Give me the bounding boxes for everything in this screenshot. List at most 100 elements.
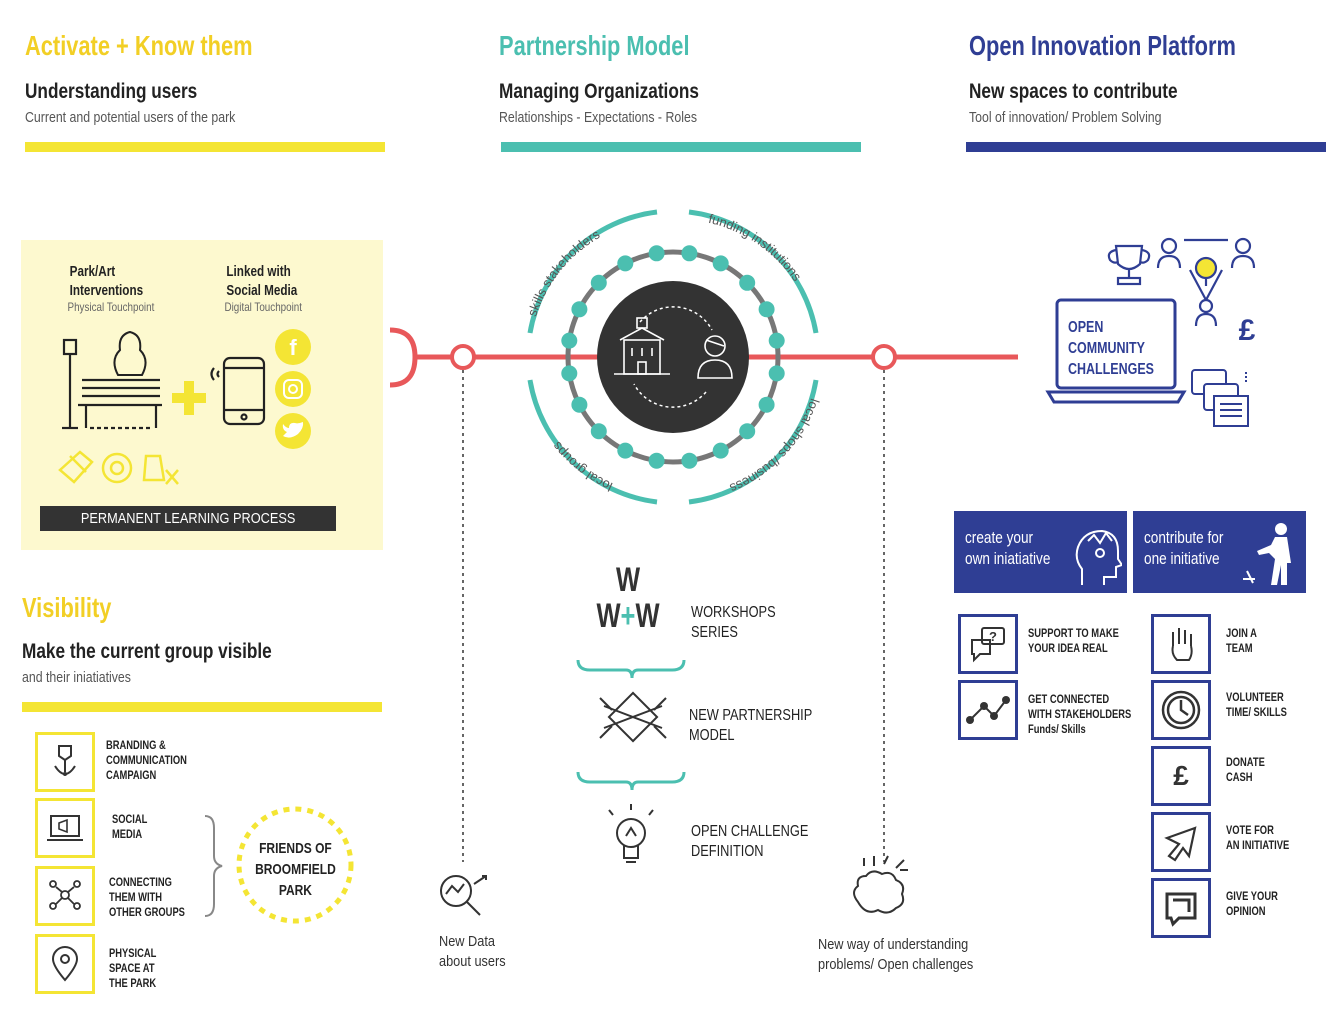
pound-sign-icon: £ bbox=[1239, 314, 1256, 347]
donate-item[interactable]: £ bbox=[1151, 746, 1211, 806]
visibility-bar bbox=[22, 702, 382, 712]
digital-caption: Digital Touchpoint bbox=[224, 300, 303, 314]
visibility-item-connecting[interactable] bbox=[35, 866, 95, 926]
speech-bubble-icon bbox=[1165, 892, 1197, 927]
building-icon bbox=[614, 317, 670, 375]
twitter-icon bbox=[275, 413, 311, 449]
new-data-label: New Data about users bbox=[439, 933, 506, 970]
bead-dot bbox=[768, 365, 785, 382]
pen-nib-icon bbox=[54, 745, 76, 776]
brace-2 bbox=[576, 771, 686, 791]
get-connected-label: GET CONNECTED WITH STAKEHOLDERS Funds/ S… bbox=[1028, 692, 1132, 736]
person-icon bbox=[697, 335, 733, 379]
visibility-item-social[interactable] bbox=[35, 798, 95, 858]
opinion-item[interactable] bbox=[1151, 878, 1211, 938]
bead-dot bbox=[571, 301, 588, 318]
location-pin-icon bbox=[51, 946, 79, 982]
pound-icon: £ bbox=[1173, 760, 1189, 791]
middle-column-title: Partnership Model bbox=[499, 30, 690, 61]
flow-node-left bbox=[450, 344, 476, 370]
bead-dot bbox=[739, 274, 756, 291]
bead-ring-dots bbox=[561, 245, 785, 469]
www-left: W bbox=[596, 597, 621, 635]
ring-label-local-groups: local groups bbox=[549, 439, 615, 495]
visibility-label-physical: PHYSICAL SPACE AT THE PARK bbox=[109, 946, 157, 990]
handshake-icon bbox=[599, 691, 667, 743]
create-initiative-button[interactable]: create your own iniatiative bbox=[954, 511, 1127, 593]
left-column-bar bbox=[25, 142, 385, 152]
laptop-text: OPEN COMMUNITY CHALLENGES bbox=[1068, 319, 1154, 378]
visibility-item-branding[interactable] bbox=[35, 732, 95, 792]
visibility-label-branding: BRANDING & COMMUNICATION CAMPAIGN bbox=[106, 738, 187, 782]
visibility-title: Visibility bbox=[22, 592, 112, 623]
lamp-post-icon bbox=[62, 338, 78, 430]
bead-ring bbox=[565, 249, 781, 465]
visibility-item-physical[interactable] bbox=[35, 934, 95, 994]
bead-dot bbox=[681, 245, 698, 262]
friends-circle bbox=[236, 806, 354, 924]
vote-label: VOTE FOR AN INITIATIVE bbox=[1226, 823, 1290, 852]
bead-dot bbox=[712, 442, 729, 459]
learning-process-label: PERMANENT LEARNING PROCESS bbox=[80, 510, 296, 527]
smartphone-icon bbox=[210, 356, 266, 426]
plus-icon bbox=[172, 381, 206, 415]
bead-dot bbox=[648, 452, 665, 469]
learning-process-bar: PERMANENT LEARNING PROCESS bbox=[40, 506, 336, 531]
ring-label-skills: skills stakeholders bbox=[524, 226, 602, 318]
magnifier-data-icon bbox=[440, 875, 487, 916]
right-column-bar bbox=[966, 142, 1326, 152]
left-column-title: Activate + Know them bbox=[25, 30, 253, 61]
brace-1 bbox=[576, 659, 686, 679]
brain-idea-icon bbox=[853, 855, 908, 914]
bead-dot bbox=[590, 423, 607, 440]
right-column-caption: Tool of innovation/ Problem Solving bbox=[969, 110, 1162, 126]
www-plus: + bbox=[620, 597, 636, 635]
friends-brace bbox=[204, 815, 223, 917]
bench-icon bbox=[78, 378, 162, 430]
volunteer-item[interactable] bbox=[1151, 680, 1211, 740]
flow-node-right bbox=[871, 344, 897, 370]
raised-hand-icon bbox=[1171, 628, 1193, 661]
join-team-label: JOIN A TEAM bbox=[1226, 626, 1257, 655]
get-connected-item[interactable] bbox=[958, 680, 1018, 740]
bead-dot bbox=[590, 274, 607, 291]
donate-label: DONATE CASH bbox=[1226, 755, 1265, 784]
friends-label: FRIENDS OF BROOMFIELD PARK bbox=[254, 840, 336, 899]
middle-column-bar bbox=[501, 142, 861, 152]
ring-label-local-shops: local shops /business bbox=[727, 397, 822, 496]
network-people-icon bbox=[49, 880, 81, 910]
laptop-icon bbox=[1045, 298, 1187, 404]
head-ideas-icon bbox=[1075, 529, 1122, 585]
support-idea-label: SUPPORT TO MAKE YOUR IDEA REAL bbox=[1028, 626, 1119, 655]
bead-dot bbox=[739, 423, 756, 440]
support-idea-item[interactable]: ? bbox=[958, 614, 1018, 674]
bead-dot bbox=[617, 442, 634, 459]
bead-dot bbox=[561, 332, 578, 349]
flow-fork bbox=[389, 327, 418, 388]
workshops-label: WORKSHOPS SERIES bbox=[691, 604, 776, 641]
bead-dot bbox=[561, 365, 578, 382]
new-way-label: New way of understanding problems/ Open … bbox=[818, 936, 974, 973]
ring-label-funding: funding institutions bbox=[707, 211, 805, 284]
visibility-subtitle: Make the current group visible bbox=[22, 640, 272, 663]
bead-dot bbox=[617, 255, 634, 272]
friends-label-wrap: FRIENDS OF BROOMFIELD PARK bbox=[239, 838, 351, 901]
bead-dot bbox=[768, 332, 785, 349]
ring-arcs bbox=[527, 209, 819, 505]
facebook-icon: f bbox=[275, 329, 311, 365]
www-logo: W W+W bbox=[583, 562, 673, 634]
contribute-initiative-button[interactable]: contribute for one initiative bbox=[1133, 511, 1306, 593]
join-team-item[interactable] bbox=[1151, 614, 1211, 674]
visibility-caption: and their iniatiatives bbox=[22, 670, 131, 686]
www-right: W bbox=[635, 597, 660, 635]
svg-text:?: ? bbox=[989, 629, 997, 644]
visibility-label-social: SOCIAL MEDIA bbox=[112, 812, 148, 841]
physical-title: Park/Art Interventions bbox=[69, 263, 144, 299]
instagram-icon bbox=[275, 371, 311, 407]
bead-dot bbox=[681, 452, 698, 469]
right-column-subtitle: New spaces to contribute bbox=[969, 80, 1178, 103]
physical-touchpoint: Park/Art Interventions Physical Touchpoi… bbox=[58, 262, 164, 315]
www-top: W bbox=[615, 561, 641, 599]
vote-item[interactable] bbox=[1151, 812, 1211, 872]
